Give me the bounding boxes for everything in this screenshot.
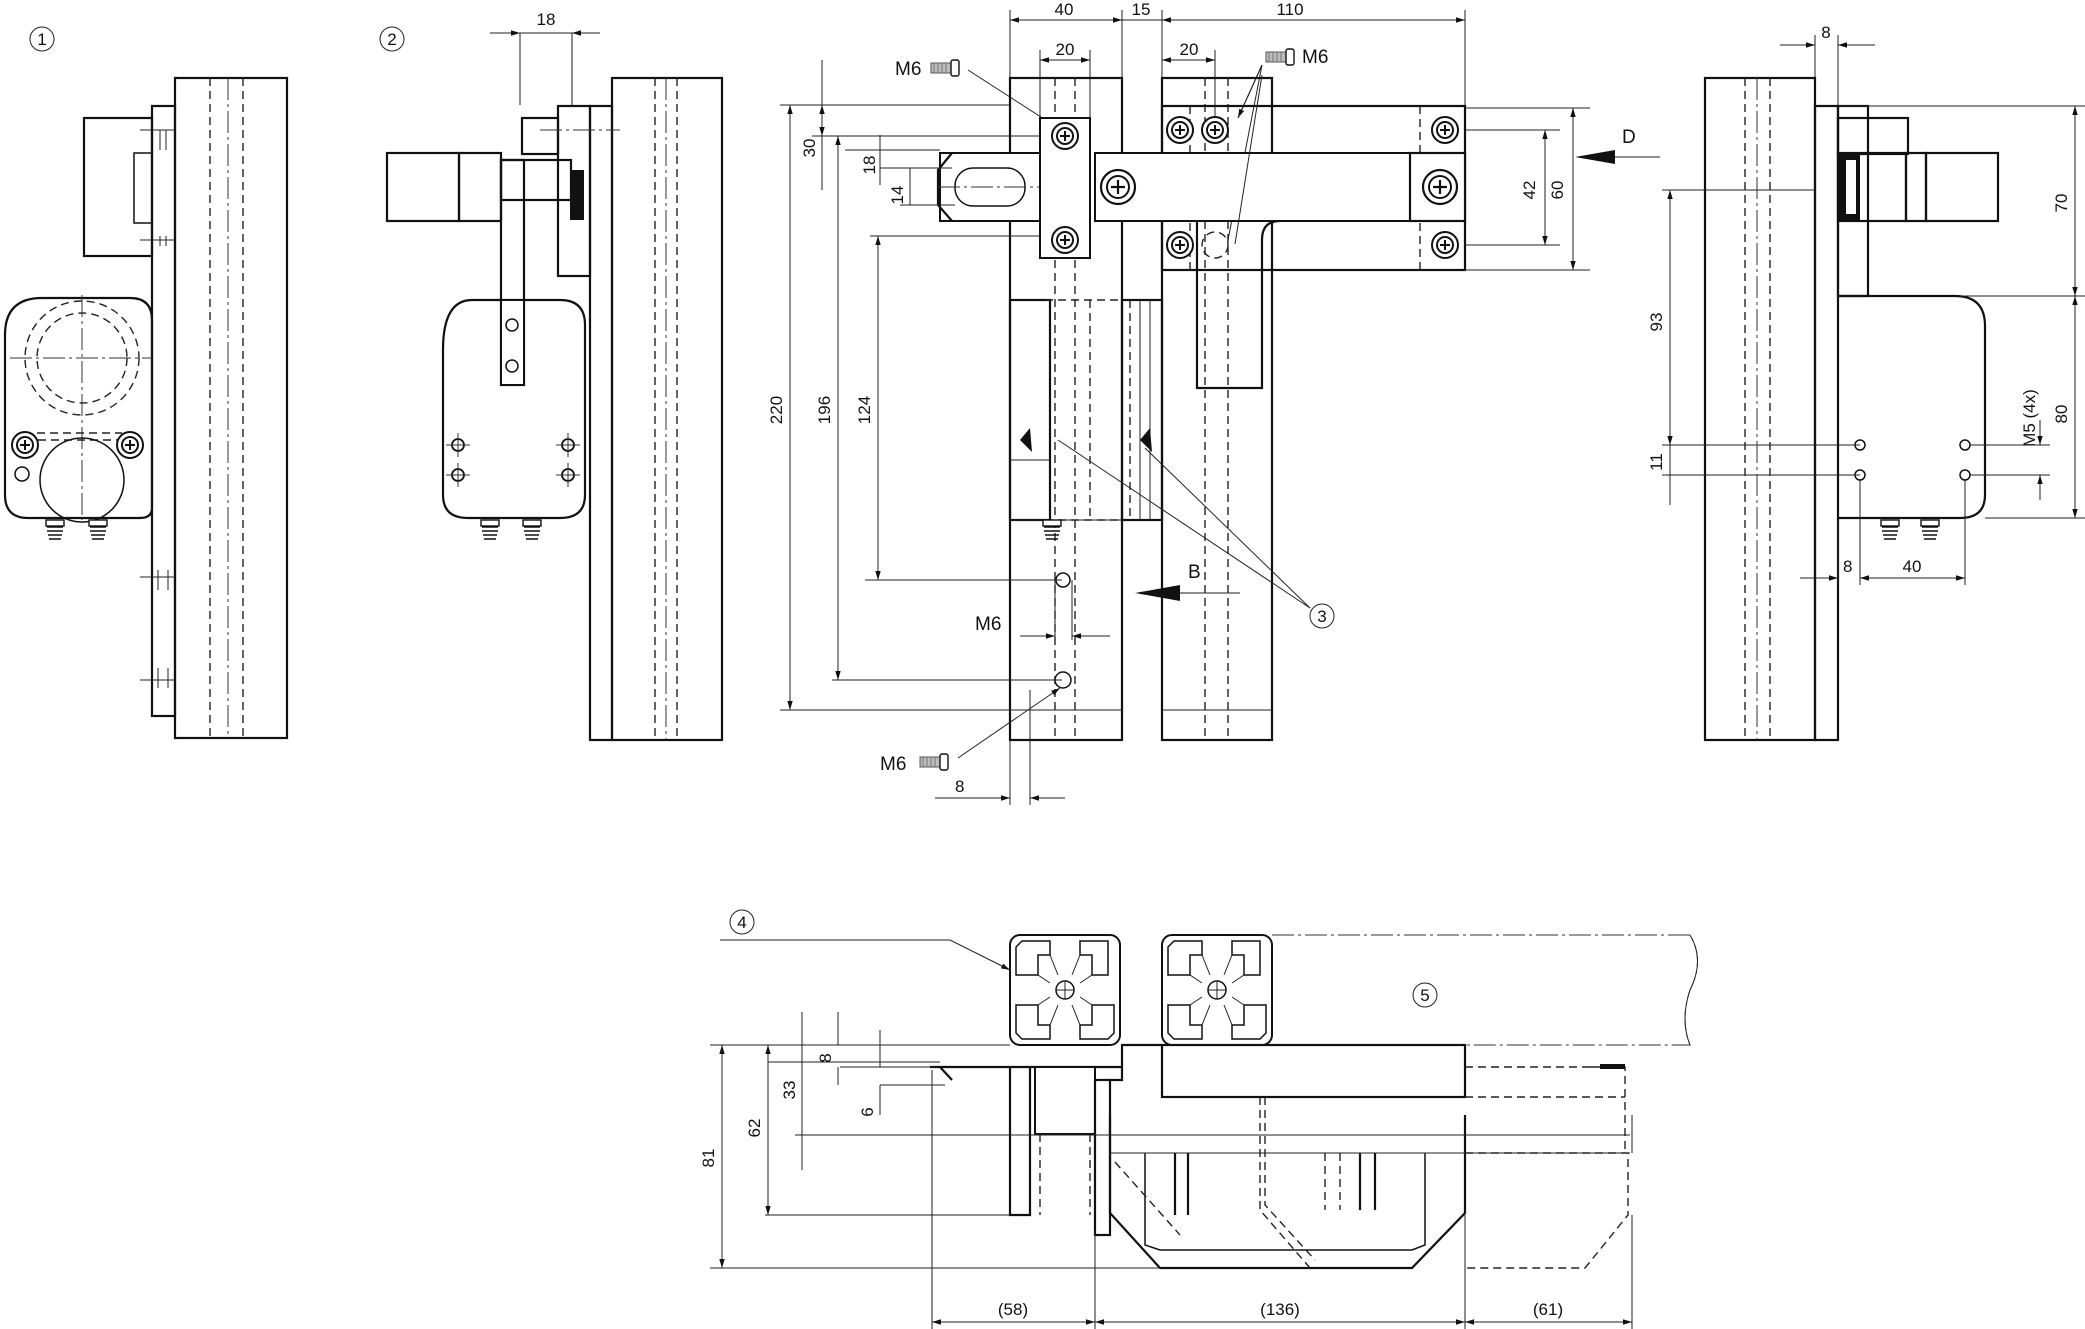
thread-label-m6-2: M6 — [1302, 47, 1328, 68]
dim-8-top: 8 — [1821, 23, 1830, 42]
thread-label-m6-3: M6 — [975, 614, 1001, 635]
dim-80: 80 — [2052, 405, 2071, 424]
dim-58: (58) — [998, 1300, 1028, 1319]
callout-4: 4 — [737, 913, 746, 932]
dim-8-bottom-view: 8 — [816, 1053, 835, 1062]
dim-20-right: 20 — [1180, 40, 1199, 59]
dim-30: 30 — [800, 139, 819, 158]
view-arrow-b: B — [1188, 562, 1201, 583]
dim-11: 11 — [1647, 453, 1666, 471]
dim-20-left: 20 — [1056, 40, 1075, 59]
callout-view-2: 2 — [387, 30, 396, 49]
thread-label-m6-4: M6 — [880, 754, 906, 775]
dim-8-bottom: 8 — [1843, 557, 1852, 576]
dim-18: 18 — [537, 10, 556, 29]
main-view: 40 15 110 20 20 M6 M6 — [767, 0, 1660, 805]
sensor-housing — [1838, 294, 1987, 520]
view-2: 2 18 — [379, 10, 724, 742]
dim-40-bottom: 40 — [1903, 557, 1922, 576]
dim-70: 70 — [2052, 194, 2071, 213]
l-bracket — [1195, 219, 1281, 390]
callout-3: 3 — [1317, 607, 1326, 626]
dim-62: 62 — [745, 1119, 764, 1138]
dim-33: 33 — [780, 1081, 799, 1100]
aluminium-profile — [173, 76, 289, 740]
callout-5: 5 — [1420, 986, 1429, 1005]
dim-14: 14 — [888, 186, 907, 205]
sensor-housing — [441, 298, 587, 520]
mounting-plate — [150, 104, 177, 718]
profile-cross-section-right — [1161, 934, 1273, 1046]
view-1: 1 — [3, 26, 289, 740]
thread-note-m5: M5 (4x) — [2020, 389, 2039, 447]
dim-18-left: 18 — [860, 156, 879, 175]
dim-15: 15 — [1132, 0, 1151, 19]
thread-label-m6-1: M6 — [895, 59, 921, 80]
dim-6: 6 — [858, 1107, 877, 1116]
dim-220: 220 — [767, 396, 786, 424]
dim-124: 124 — [855, 396, 874, 424]
sensor-housing — [3, 296, 154, 520]
dim-136: (136) — [1260, 1300, 1300, 1319]
dim-110: 110 — [1276, 0, 1303, 19]
dim-81: 81 — [699, 1149, 718, 1168]
dim-40: 40 — [1055, 0, 1074, 19]
view-bottom: 4 5 81 62 33 8 6 — [699, 909, 1698, 1329]
cross-bar — [1094, 152, 1466, 222]
aluminium-profile — [1703, 76, 1817, 742]
callout-view-1: 1 — [37, 30, 46, 49]
dim-42: 42 — [1520, 181, 1539, 200]
view-arrow-d: D — [1622, 127, 1636, 148]
view-right: 8 93 11 70 80 M5 (4x) — [1647, 23, 2085, 742]
dim-60: 60 — [1548, 181, 1567, 200]
profile-cross-section-left — [1009, 934, 1121, 1046]
dim-93: 93 — [1647, 313, 1666, 332]
dim-196: 196 — [815, 396, 834, 424]
dim-61: (61) — [1533, 1300, 1563, 1319]
callout-circle — [29, 26, 55, 52]
aluminium-profile — [610, 76, 724, 742]
dim-8-main: 8 — [955, 777, 964, 796]
